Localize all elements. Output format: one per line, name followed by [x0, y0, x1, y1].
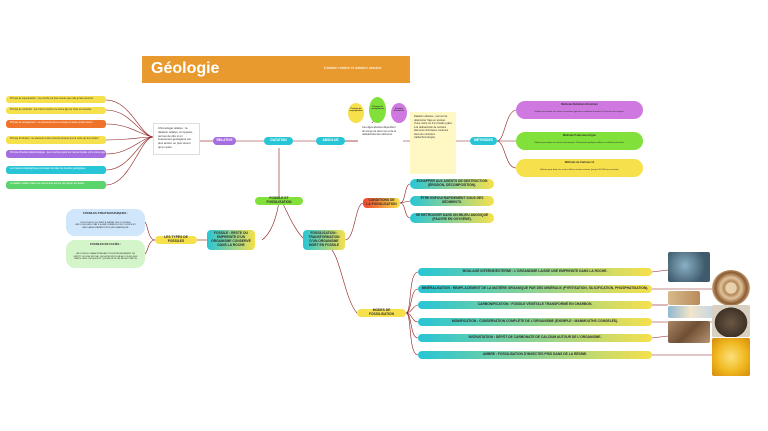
ammonite-photo — [712, 270, 750, 306]
principle-bar-7: La datation relative classe les événemen… — [6, 181, 106, 189]
fossil-type-card-1: FOSSILES STRATIGRAPHIQUES : UN FOSSILE Q… — [66, 209, 145, 236]
fossil-type-card-2: FOSSILES DE FACIÈS : UN FOSSILE CARACTÉR… — [66, 240, 145, 268]
principle-label: Principe de recoupement : un événement q… — [10, 122, 93, 124]
conditions-node[interactable]: CONDITIONS DE LA FOSSILISATION — [363, 198, 400, 208]
mode-5: INCRUSTATION : DÉPÔT DE CARBONATE DE CAL… — [418, 334, 652, 342]
method-title: Méthode Rubidium-Strontium — [561, 102, 598, 106]
fossil-type-text: UN FOSSILE CARACTÉRISANT UN ENVIRONNEMEN… — [73, 253, 138, 261]
method-card-2: Méthode Potassium-Argon Utilisée pour da… — [516, 132, 643, 150]
bubble-2: Principe de recoupement — [369, 97, 386, 123]
method-title: Méthode Potassium-Argon — [563, 133, 596, 137]
principle-label: Principe d'inclusion : les éléments incl… — [10, 138, 99, 140]
method-text: Utilisée pour dater les roches anciennes… — [534, 111, 625, 114]
method-text: Utilisée pour dater les restes d'êtres v… — [540, 169, 619, 172]
mode-3: CARBONIFICATION : FOSSILE VÉGÉTALE TRANS… — [418, 301, 652, 309]
condition-2: ÊTRE ENFOUI RAPIDEMENT SOUS DES SÉDIMENT… — [410, 196, 494, 206]
method-card-3: Méthode du Carbone 14 Utilisée pour date… — [516, 159, 643, 177]
bubble-label: Principe de superposition — [349, 108, 363, 113]
method-title: Méthode du Carbone 14 — [564, 160, 595, 164]
mode-4: MOMIFICATION : CONSERVATION COMPLÈTE DE … — [418, 318, 652, 326]
absolue-box: Datation absolue : permet de déterminer … — [410, 112, 456, 174]
page-subtitle: Datation relative et datation absolue — [324, 66, 382, 70]
relative-note: Chronologie relative : la datation relat… — [153, 123, 200, 155]
condition-1: ÉCHAPPER AUX AGENTS DE DESTRUCTION (ÉROS… — [410, 179, 494, 189]
absolue-note: Ces âges absolus dépendent du temps de d… — [358, 123, 403, 153]
fern-fossil-photo — [668, 306, 713, 318]
bubble-3: Principe d'inclusion — [391, 103, 407, 123]
bubble-label: Principe d'inclusion — [393, 108, 405, 113]
mode-6: AMBRE : FOSSILISATION D'INSECTES PRIS DA… — [418, 351, 652, 359]
title-banner: Géologie Datation relative et datation a… — [142, 56, 410, 83]
amber-insect-photo — [712, 338, 750, 376]
fossil-type-text: UN FOSSILE QUI SERT À DATER LES COUCHES … — [75, 221, 136, 229]
method-card-1: Méthode Rubidium-Strontium Utilisée pour… — [516, 101, 643, 119]
incrusted-photo — [668, 321, 710, 343]
page-title: Géologie — [151, 60, 220, 77]
fossil-type-title: FOSSILES DE FACIÈS : — [89, 242, 122, 247]
bubble-1: Principe de superposition — [348, 103, 364, 123]
principle-bar-4: Principe d'inclusion : les éléments incl… — [6, 136, 106, 144]
principle-bar-6: Les fossiles stratigraphiques permettent… — [6, 166, 106, 174]
principle-bar-3: Principe de recoupement : un événement q… — [6, 120, 106, 128]
fossil-type-title: FOSSILES STRATIGRAPHIQUES : — [82, 211, 128, 216]
types-fossiles-node[interactable]: LES TYPES DE FOSSILES — [155, 235, 197, 244]
mammoth-photo — [712, 305, 750, 337]
fossile-def-node[interactable]: FOSSILE : RESTE OU EMPREINTE D'UN ORGANI… — [207, 230, 255, 250]
absolue-node[interactable]: ABSOLUE — [316, 137, 345, 145]
fossiles-fossilisation-node[interactable]: FOSSILE ET FOSSILISATION — [255, 196, 303, 205]
method-text: Utilisée pour dater les roches volcaniqu… — [534, 142, 625, 145]
methodes-node[interactable]: MÉTHODES — [470, 137, 497, 145]
fossil-photo — [668, 252, 710, 282]
petrified-wood-photo — [668, 291, 700, 305]
principle-label: Principe de continuité : une même couche… — [10, 108, 92, 111]
principle-label: Principe de superposition : une couche e… — [10, 97, 94, 100]
mode-1: MOULAGE INTERNE/EXTERNE : L'ORGANISME LA… — [418, 268, 652, 276]
principle-label: Les fossiles stratigraphiques permettent… — [10, 168, 86, 170]
condition-3: SE RETROUVER DANS UN MILIEU ANOXIQUE (PA… — [410, 213, 494, 223]
modes-node[interactable]: MODES DE FOSSILISATION — [357, 308, 406, 317]
bubble-label: Principe de recoupement — [371, 106, 384, 111]
principle-label: La datation relative classe les événemen… — [10, 183, 85, 185]
principle-bar-2: Principe de continuité : une même couche… — [6, 107, 106, 114]
mode-2: MINÉRALISATION : REMPLACEMENT DE LA MATI… — [418, 285, 652, 293]
principle-label: Principe d'identité paléontologique : de… — [10, 152, 106, 154]
principle-bar-5: Principe d'identité paléontologique : de… — [6, 150, 106, 158]
relative-node[interactable]: RELATIVE — [213, 137, 236, 145]
fossilisation-def-node[interactable]: FOSSILISATION : TRANSFORMATION D'UN ORGA… — [303, 230, 345, 250]
datation-node[interactable]: DATATION — [264, 137, 293, 145]
principle-bar-1: Principe de superposition : une couche e… — [6, 96, 106, 103]
